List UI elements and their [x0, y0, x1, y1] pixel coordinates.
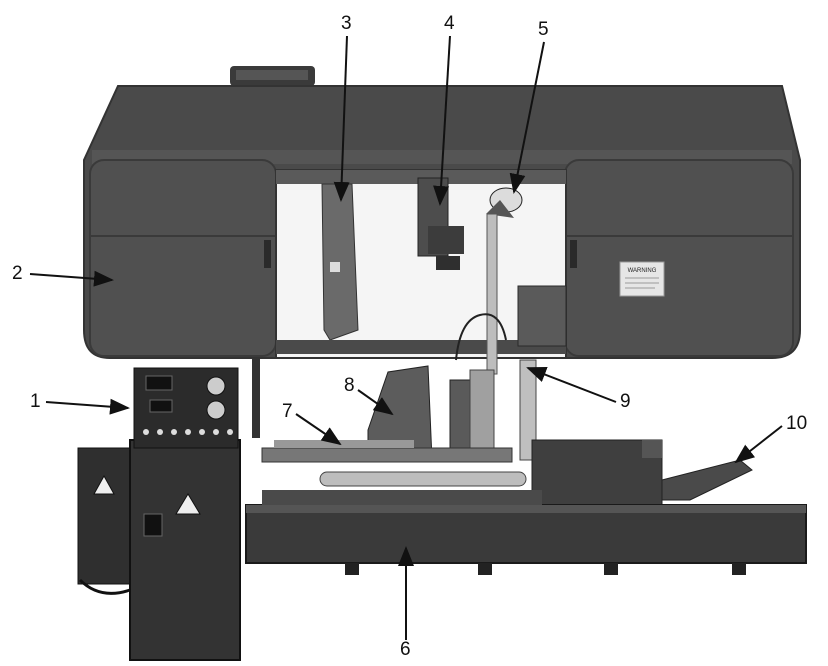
callout-6: 6 — [400, 639, 411, 660]
callout-9: 9 — [620, 391, 631, 412]
main-disconnect-switch — [143, 513, 163, 537]
control-pedestal — [129, 439, 241, 661]
callout-10: 10 — [786, 413, 808, 434]
callout-5: 5 — [538, 19, 549, 40]
warning-label-text: WARNING — [628, 268, 657, 274]
panel-dial-lower — [206, 400, 226, 420]
leader-1 — [45, 398, 130, 415]
left-column-post — [252, 358, 260, 438]
guide-column — [486, 213, 498, 375]
left-wheel-door — [89, 159, 277, 357]
callout-3: 3 — [341, 13, 352, 34]
machine-base — [245, 504, 807, 564]
top-fan-grille — [236, 70, 308, 80]
right-door-handle — [570, 240, 577, 268]
callout-8: 8 — [344, 375, 355, 396]
leader-10 — [734, 425, 783, 464]
right-wheel-door — [564, 159, 794, 357]
callout-1: 1 — [30, 391, 41, 412]
panel-switch-row — [143, 429, 233, 435]
callout-2: 2 — [12, 263, 23, 284]
warning-label: WARNING — [619, 261, 665, 297]
leader-2 — [29, 270, 114, 287]
right-blade-guide-housing — [517, 285, 567, 347]
leader-5 — [509, 41, 545, 194]
vertical-slide — [519, 359, 537, 461]
left-door-handle — [264, 240, 271, 268]
work-table — [261, 447, 513, 463]
panel-display — [145, 375, 173, 391]
callout-4: 4 — [444, 13, 455, 34]
leader-8 — [357, 389, 394, 416]
feed-roller — [319, 471, 527, 487]
electrical-hazard-symbol — [175, 493, 201, 515]
roller-stand — [661, 459, 753, 501]
leader-3 — [333, 35, 350, 202]
leader-9 — [526, 367, 617, 403]
panel-dial-upper — [206, 376, 226, 396]
leader-4 — [433, 35, 451, 206]
callout-7: 7 — [282, 401, 293, 422]
coolant-hose — [455, 313, 507, 361]
leader-7 — [295, 413, 342, 446]
